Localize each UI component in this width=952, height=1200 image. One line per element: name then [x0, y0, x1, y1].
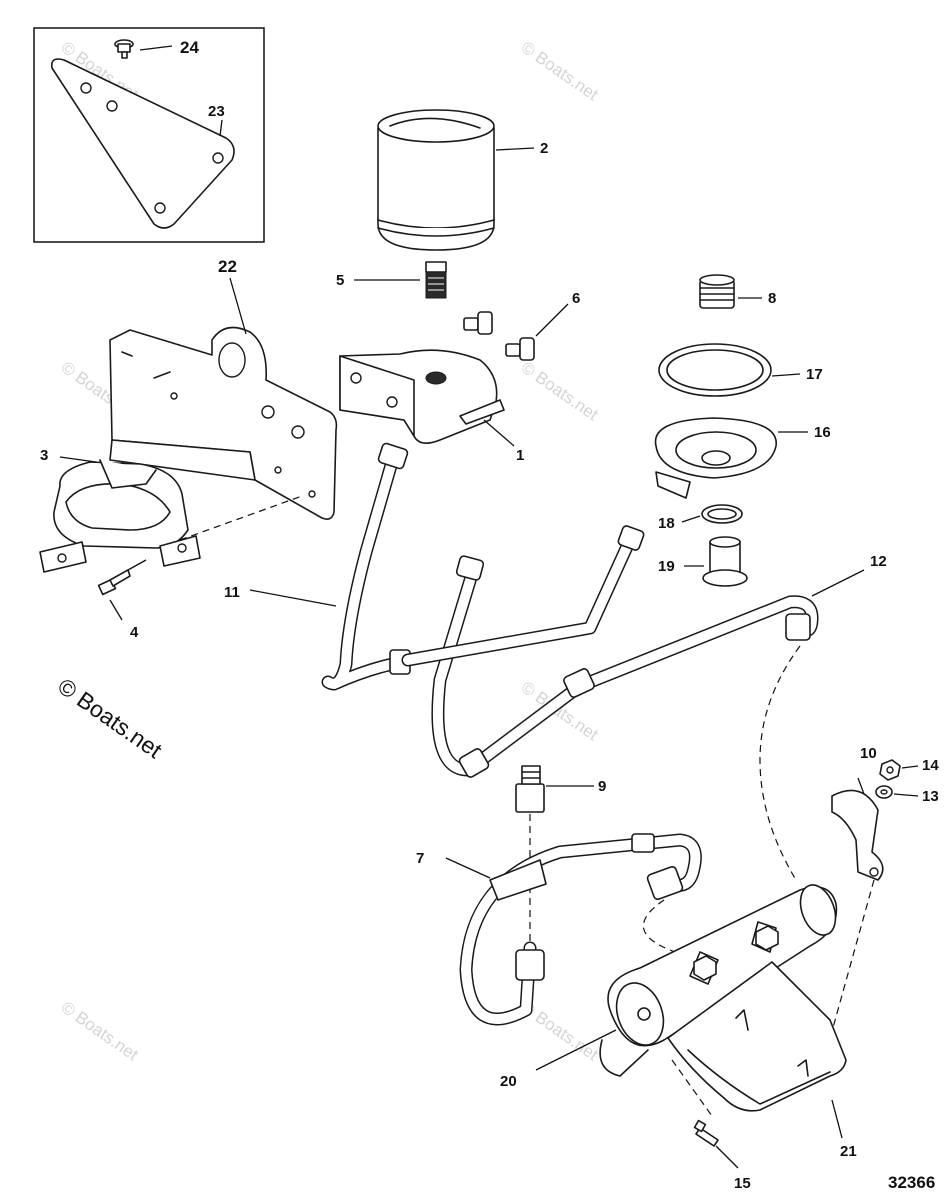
- callout-2: 2: [540, 140, 548, 157]
- callout-1: 1: [516, 447, 524, 464]
- part-3-clamp: [39, 459, 201, 573]
- callout-6: 6: [572, 290, 580, 307]
- callout-5: 5: [336, 272, 344, 289]
- part-10-clamp: [831, 789, 884, 881]
- callout-8: 8: [768, 290, 776, 307]
- callout-3: 3: [40, 447, 48, 464]
- part-4-screw: [97, 569, 131, 596]
- callout-10: 10: [860, 745, 877, 762]
- callout-17: 17: [806, 366, 823, 383]
- callout-16: 16: [814, 424, 831, 441]
- watermark: © Boats.net: [58, 998, 142, 1065]
- callout-15: 15: [734, 1175, 751, 1192]
- callout-24: 24: [180, 38, 199, 57]
- part-13-washer: [875, 785, 893, 799]
- part-18-gasket: [701, 504, 743, 524]
- part-2-filter: [377, 109, 495, 251]
- part-12-hose: [401, 525, 819, 778]
- part-7-hose: [459, 833, 702, 1026]
- part-23-bracket: [50, 58, 235, 229]
- watermark: © Boats.net: [518, 38, 602, 105]
- callout-23: 23: [208, 103, 225, 120]
- figure-number: 32366: [888, 1173, 935, 1192]
- callout-21: 21: [840, 1143, 857, 1160]
- part-22-mounting-bracket: [109, 326, 338, 520]
- inset-box: [33, 27, 265, 243]
- callout-9: 9: [598, 778, 606, 795]
- part-5-nipple: [425, 261, 447, 299]
- callout-14: 14: [922, 757, 939, 774]
- part-1-filter-head: [339, 349, 505, 444]
- watermark-main: © Boats.net: [53, 673, 167, 764]
- callout-12: 12: [870, 553, 887, 570]
- callout-4: 4: [130, 624, 139, 641]
- callout-7: 7: [416, 850, 424, 867]
- part-24-bolt: [114, 39, 134, 59]
- callout-22: 22: [218, 257, 237, 276]
- part-19-sleeve: [702, 536, 748, 587]
- part-17-o-ring: [658, 343, 772, 397]
- part-6-bolts: [463, 311, 535, 361]
- callout-13: 13: [922, 788, 939, 805]
- part-11-hose: [321, 442, 411, 691]
- watermark: © Boats.net: [518, 358, 602, 425]
- part-14-nut: [879, 759, 901, 781]
- part-21-cradle: [667, 961, 847, 1112]
- part-9-fitting: [515, 765, 545, 813]
- part-8-fitting: [699, 274, 735, 309]
- callout-11: 11: [224, 584, 240, 601]
- callout-20: 20: [500, 1073, 517, 1090]
- part-16-adapter: [654, 417, 777, 499]
- callout-18: 18: [658, 515, 675, 532]
- part-20-cooler: [599, 884, 838, 1077]
- callout-19: 19: [658, 558, 675, 575]
- part-15-screw: [693, 1119, 719, 1147]
